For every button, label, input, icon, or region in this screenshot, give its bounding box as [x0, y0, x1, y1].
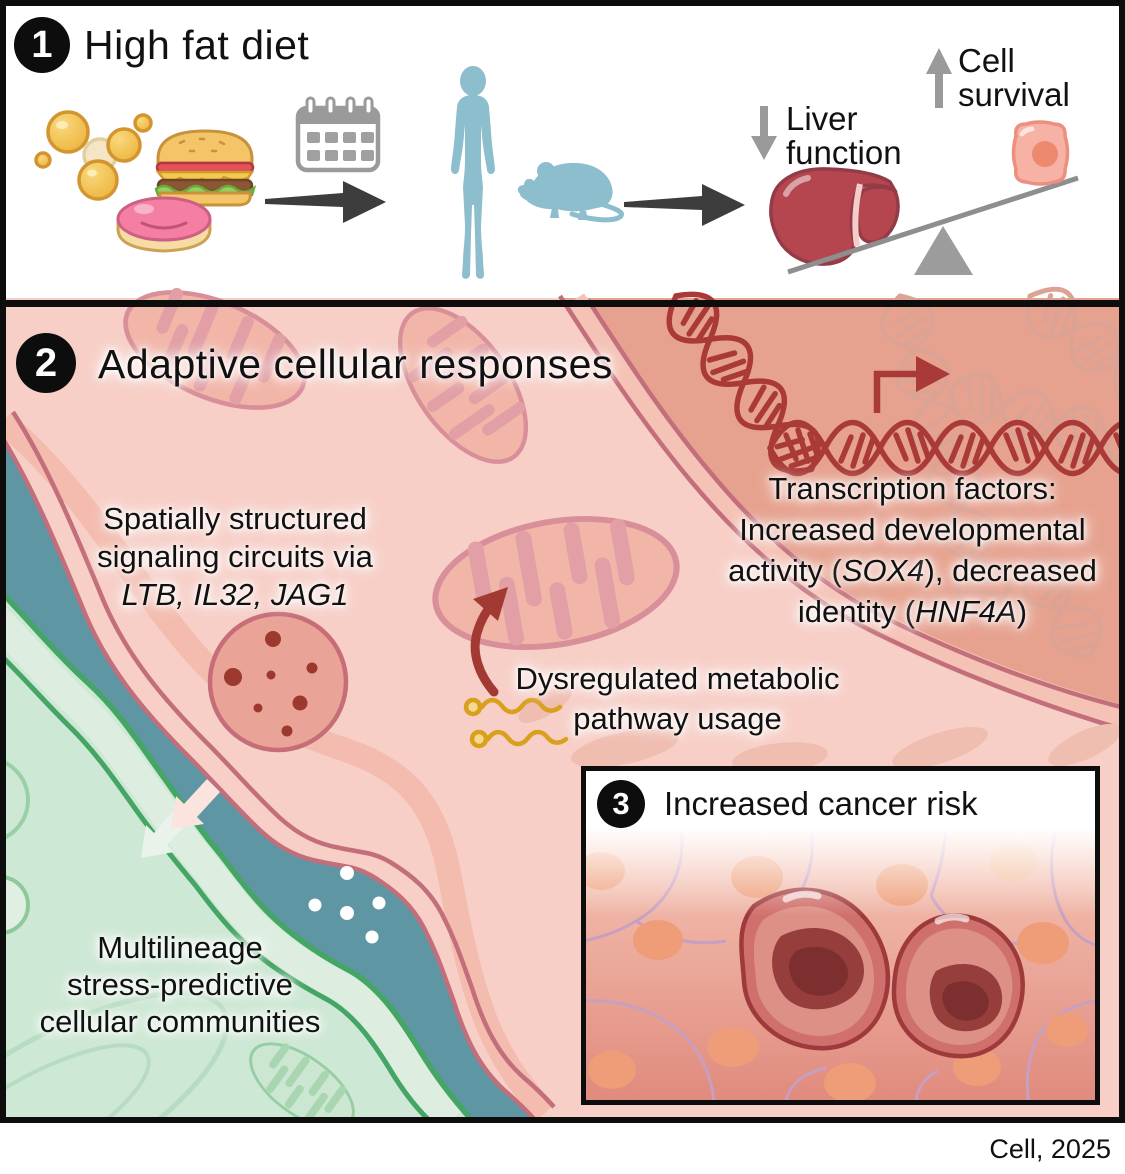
- signaling-label: Spatially structured signaling circuits …: [55, 500, 415, 614]
- step-1-number: 1: [31, 23, 53, 66]
- cancer-risk-inset: 3 Increased cancer risk: [581, 766, 1100, 1105]
- liver-function-label: Liver function: [786, 100, 902, 171]
- fat-droplets-icon: [34, 110, 153, 201]
- down-arrow-icon: [751, 106, 777, 160]
- promoter-arrow-icon: [873, 356, 950, 413]
- signaling-genes: LTB, IL32, JAG1: [121, 577, 349, 612]
- panel-separator: [0, 300, 1125, 307]
- panel2-title: Adaptive cellular responses: [98, 341, 613, 387]
- er-blobs: [518, 687, 1122, 774]
- mouse-icon: [517, 162, 624, 223]
- fatty-acid-icon: [463, 697, 569, 749]
- secreted-particles: [308, 866, 386, 944]
- step-2-number: 2: [34, 340, 58, 385]
- cell-membrane: [0, 410, 556, 1123]
- metabolic-arrow-icon: [470, 587, 508, 697]
- step-3-number: 3: [612, 786, 630, 821]
- journal-credit: Cell, 2025: [989, 1134, 1111, 1164]
- arrow-right-icon: [265, 181, 386, 223]
- community-label: Multilineage stress-predictive cellular …: [39, 930, 321, 1039]
- liver-icon: [769, 167, 900, 266]
- step-1-badge: 1: [14, 17, 70, 73]
- human-icon: [451, 66, 495, 279]
- secreted-signal-arrow-icon: [141, 779, 220, 858]
- seesaw: [787, 175, 1079, 275]
- donut-icon: [116, 196, 212, 253]
- transcription-label: Transcription factors: Increased develop…: [728, 471, 1097, 629]
- tumor-cells-icon: [739, 887, 1025, 1059]
- green-cell-region: [0, 587, 473, 1123]
- cell-survival-label: Cell survival: [958, 42, 1070, 113]
- tumor-tissue-illustration: [586, 771, 1095, 1100]
- metabolic-label: Dysregulated metabolic pathway usage: [515, 661, 840, 736]
- step-3-badge: 3: [597, 780, 645, 828]
- adaptive-responses-illustration: [0, 268, 1125, 1123]
- surviving-cell-icon: [1011, 120, 1070, 186]
- calendar-icon: [295, 96, 381, 173]
- arrow-right-icon: [624, 184, 745, 226]
- panel1-title: High fat diet: [84, 22, 310, 68]
- panel3-title: Increased cancer risk: [664, 785, 978, 822]
- up-arrow-icon: [926, 48, 952, 108]
- vesicle-icon: [207, 611, 349, 753]
- step-2-badge: 2: [16, 333, 76, 393]
